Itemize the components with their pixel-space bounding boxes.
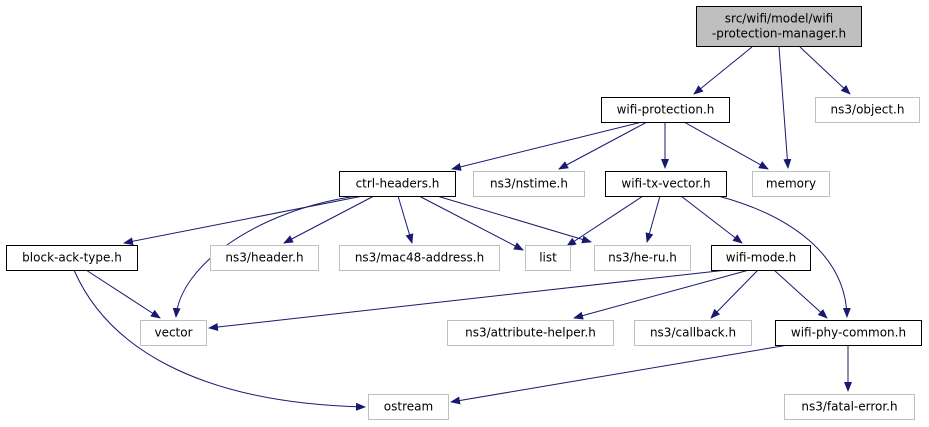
node-label: wifi-tx-vector.h	[621, 177, 710, 191]
node-label: ns3/nstime.h	[490, 177, 568, 191]
node-wifi-mode[interactable]: wifi-mode.h	[711, 245, 811, 271]
edge-wifi-tx-vector-to-wifi-mode	[680, 195, 743, 244]
node-box	[6, 245, 138, 271]
node-box	[634, 320, 752, 346]
edge-wifi-protection-to-ctrl-headers	[451, 121, 643, 171]
edge-root-to-memory	[778, 46, 792, 169]
node-label: block-ack-type.h	[22, 251, 122, 265]
edge-ctrl-headers-to-ns3-mac48	[397, 195, 414, 244]
node-ns3-object: ns3/object.h	[815, 97, 920, 123]
edge-wifi-phy-common-to-ostream	[450, 344, 789, 405]
node-box	[339, 171, 456, 197]
node-ns3-he-ru: ns3/he-ru.h	[594, 245, 691, 271]
node-ostream: ostream	[368, 394, 449, 420]
node-list: list	[525, 245, 571, 271]
node-box	[784, 394, 915, 420]
node-memory: memory	[752, 171, 830, 197]
edge-wifi-tx-vector-to-ns3-he-ru	[645, 195, 661, 243]
edge-wifi-mode-to-ns3-callback	[710, 269, 759, 319]
node-label: ns3/he-ru.h	[608, 251, 677, 265]
node-label: list	[539, 251, 557, 265]
node-label: ns3/attribute-helper.h	[465, 326, 596, 340]
edge-wifi-mode-to-vector	[208, 269, 728, 331]
node-ns3-attribute-helper: ns3/attribute-helper.h	[447, 320, 614, 346]
node-box	[473, 171, 585, 197]
edge-ctrl-headers-to-block-ack-type	[123, 195, 364, 246]
node-box	[339, 245, 500, 271]
node-label: ns3/mac48-address.h	[355, 251, 484, 265]
node-label: ns3/object.h	[831, 103, 905, 117]
edge-root-to-ns3-object	[799, 46, 851, 95]
node-block-ack-type[interactable]: block-ack-type.h	[6, 245, 138, 271]
node-wifi-protection[interactable]: wifi-protection.h	[601, 97, 730, 123]
edge-wifi-protection-to-memory	[683, 121, 769, 170]
node-box	[711, 245, 811, 271]
edge-block-ack-type-to-ostream	[73, 269, 366, 411]
node-vector: vector	[140, 320, 207, 346]
edge-wifi-mode-to-wifi-phy-common	[773, 269, 828, 319]
edge-ctrl-headers-to-vector	[172, 195, 358, 318]
edge-ctrl-headers-to-ns3-he-ru	[436, 195, 592, 244]
edge-wifi-tx-vector-to-list	[566, 195, 644, 247]
node-ns3-nstime: ns3/nstime.h	[473, 171, 585, 197]
node-box	[605, 171, 727, 197]
edge-ctrl-headers-to-ns3-header	[283, 195, 375, 244]
node-ns3-mac48: ns3/mac48-address.h	[339, 245, 500, 271]
node-box	[752, 171, 830, 197]
node-label: ostream	[384, 400, 433, 414]
node-wifi-phy-common[interactable]: wifi-phy-common.h	[775, 320, 922, 346]
node-ns3-fatal-error: ns3/fatal-error.h	[784, 394, 915, 420]
node-box	[601, 97, 730, 123]
node-box	[210, 245, 319, 271]
node-ctrl-headers[interactable]: ctrl-headers.h	[339, 171, 456, 197]
node-label: memory	[766, 177, 816, 191]
node-label: -protection-manager.h	[712, 27, 846, 41]
node-wifi-tx-vector[interactable]: wifi-tx-vector.h	[605, 171, 727, 197]
node-box	[594, 245, 691, 271]
edge-root-to-wifi-protection	[693, 46, 753, 95]
node-label: ns3/header.h	[225, 251, 303, 265]
node-ns3-header: ns3/header.h	[210, 245, 319, 271]
node-box	[368, 394, 449, 420]
node-label: ns3/fatal-error.h	[801, 400, 897, 414]
node-box	[815, 97, 920, 123]
node-label: wifi-phy-common.h	[791, 326, 906, 340]
node-box	[447, 320, 614, 346]
node-box	[696, 6, 862, 47]
node-box	[525, 245, 571, 271]
edge-ctrl-headers-to-list	[418, 195, 524, 251]
node-box	[140, 320, 207, 346]
edges-layer	[73, 46, 852, 411]
node-box	[775, 320, 922, 346]
edge-block-ack-type-to-vector	[85, 269, 161, 319]
node-label: vector	[154, 326, 192, 340]
node-ns3-callback: ns3/callback.h	[634, 320, 752, 346]
node-label: wifi-protection.h	[617, 103, 715, 117]
edge-wifi-protection-to-ns3-nstime	[558, 121, 648, 170]
edge-wifi-tx-vector-to-wifi-phy-common	[717, 195, 851, 318]
node-label: ctrl-headers.h	[356, 177, 440, 191]
node-root[interactable]: src/wifi/model/wifi-protection-manager.h	[696, 6, 862, 47]
node-label: src/wifi/model/wifi	[725, 12, 833, 26]
nodes-layer: src/wifi/model/wifi-protection-manager.h…	[6, 6, 922, 420]
node-label: ns3/callback.h	[650, 326, 736, 340]
edge-wifi-mode-to-ns3-attribute-helper	[573, 269, 750, 320]
node-label: wifi-mode.h	[726, 251, 797, 265]
